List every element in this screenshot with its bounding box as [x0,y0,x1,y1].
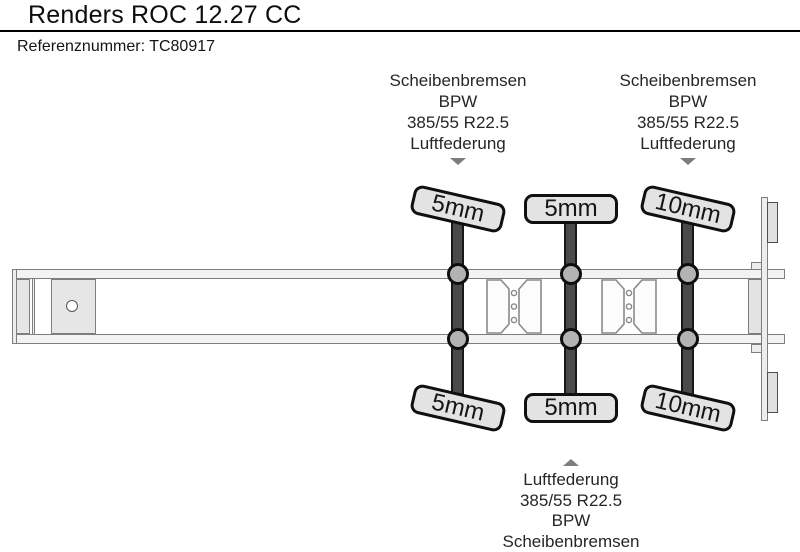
axle-bar-1 [451,207,464,409]
wheel-hub [560,328,582,350]
bolt-hole [510,289,518,297]
rear-axle-spec-block: Scheibenbremsen BPW 385/55 R22.5 Luftfed… [568,70,800,165]
spec-line-brakes: Scheibenbremsen [389,71,527,90]
wheel-hub [447,328,469,350]
tire-axle2-bottom: 5mm [524,393,618,423]
arrow-down-icon [680,158,696,165]
rear-bracket-bottom [751,344,762,353]
wheel-hub [447,263,469,285]
axle-bar-2 [564,207,577,409]
spec-line-brand: BPW [438,92,478,111]
crossmember-1 [486,279,542,334]
kingpin-circle [66,300,78,312]
rear-bumper-post [761,197,768,421]
title-divider [0,30,800,32]
rear-lamp-top [767,202,778,243]
reference-number: Referenznummer: TC80917 [17,38,216,55]
arrow-down-icon [450,158,466,165]
spec-line-brakes: Scheibenbremsen [502,531,640,551]
crossmember-plate-left [486,279,510,334]
spec-line-tiresize: 385/55 R22.5 [636,113,740,132]
front-crossmember [16,279,30,334]
spec-line-suspension: Luftfederung [640,134,736,153]
rear-lamp-bottom [767,372,778,413]
page-title: Renders ROC 12.27 CC [28,1,302,29]
spec-line-brand: BPW [668,92,708,111]
middle-axle-spec-block: Luftfederung 385/55 R22.5 BPW Scheibenbr… [451,459,691,552]
wheel-hub [560,263,582,285]
crossmember-plate-right [518,279,542,334]
crossmember-plate-left [601,279,625,334]
spec-line-tiresize: 385/55 R22.5 [519,490,623,510]
spec-line-brakes: Scheibenbremsen [619,71,757,90]
crossmember-plate-right [633,279,657,334]
rear-bracket-top [751,262,762,270]
spec-line-suspension: Luftfederung [410,134,506,153]
wheel-hub [677,328,699,350]
wheel-hub [677,263,699,285]
chassis-rail-top [12,269,785,279]
chassis-rail-bottom [12,334,785,344]
bolt-hole [625,289,633,297]
axle-bar-3 [681,207,694,409]
bolt-hole [625,316,633,324]
bolt-hole [510,303,518,310]
bolt-hole [510,316,518,324]
crossmember-2 [601,279,657,334]
spec-line-tiresize: 385/55 R22.5 [406,113,510,132]
bolt-hole [625,303,633,310]
arrow-up-icon [563,459,579,466]
spec-line-brand: BPW [551,511,591,530]
front-member-line [32,279,35,334]
spec-line-suspension: Luftfederung [523,470,619,489]
front-axle-spec-block: Scheibenbremsen BPW 385/55 R22.5 Luftfed… [338,70,578,165]
tire-axle2-top: 5mm [524,194,618,224]
